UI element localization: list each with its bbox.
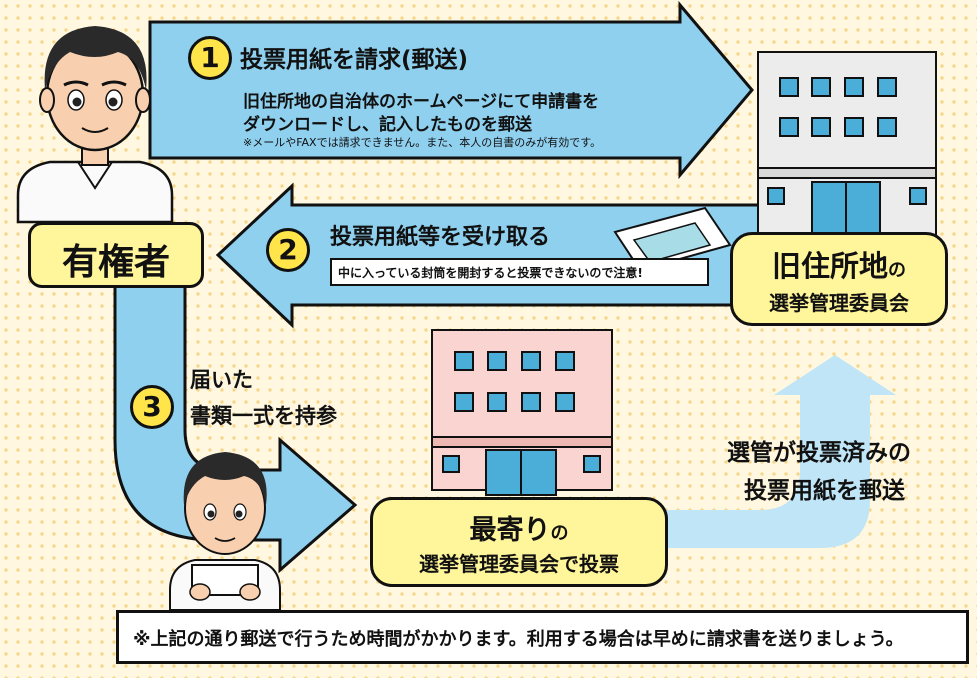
mail-back-line-1: 選管が投票済みの	[727, 440, 911, 466]
step-2-warning-text: 中に入っている封筒を開封すると投票できないので注意!	[338, 266, 643, 280]
old-committee-line-2: 選挙管理委員会	[769, 291, 909, 315]
envelope-icon	[613, 206, 732, 272]
voter-carrying-documents-figure	[169, 452, 281, 611]
voter-label: 有権者	[61, 242, 170, 283]
footer-note-box: ※上記の通り郵送で行うため時間がかかります。利用する場合は早めに請求書を送りまし…	[116, 610, 969, 664]
step-3-line-2: 書類一式を持参	[190, 404, 337, 428]
building-near-committee	[431, 329, 613, 496]
near-committee-line-2: 選挙管理委員会で投票	[419, 552, 619, 576]
old-committee-label-box: 旧住所地の 選挙管理委員会	[730, 232, 948, 326]
near-committee-label-box: 最寄りの 選挙管理委員会で投票	[370, 497, 668, 587]
step-1-description-line-1: 旧住所地の自治体のホームページにて申請書を	[243, 92, 600, 112]
near-committee-line-1: 最寄りの	[373, 508, 665, 547]
arrow-mail-up	[660, 355, 896, 548]
step-2-title: 投票用紙等を受け取る	[330, 225, 551, 250]
arrow-bring-down-right	[113, 268, 358, 574]
arrow-receive-left	[215, 182, 762, 329]
old-committee-line-1: 旧住所地の	[733, 243, 945, 285]
old-committee-particle: の	[888, 260, 906, 281]
voter-label-box: 有権者	[28, 222, 204, 288]
near-committee-particle: の	[550, 523, 569, 544]
mail-back-line-2: 投票用紙を郵送	[744, 478, 905, 504]
step-1-title: 投票用紙を請求(郵送)	[240, 47, 469, 73]
step-1-description-line-2: ダウンロードし、記入したものを郵送	[243, 115, 532, 135]
footer-note-text: ※上記の通り郵送で行うため時間がかかります。利用する場合は早めに請求書を送りまし…	[133, 629, 904, 650]
old-committee-name: 旧住所地	[771, 249, 888, 283]
voter-person-figure	[16, 26, 174, 224]
step-1-badge: 1	[188, 36, 232, 80]
step-1-note: ※メールやFAXでは請求できません。また、本人の自書のみが有効です。	[243, 136, 602, 149]
step-2-badge: 2	[266, 228, 310, 272]
step-3-badge: 3	[130, 385, 174, 429]
step-3-line-1: 届いた	[190, 368, 253, 392]
step-2-warning-box: 中に入っている封筒を開封すると投票できないので注意!	[330, 258, 709, 286]
near-committee-name: 最寄り	[469, 515, 551, 546]
arrow-request-right	[148, 0, 754, 180]
